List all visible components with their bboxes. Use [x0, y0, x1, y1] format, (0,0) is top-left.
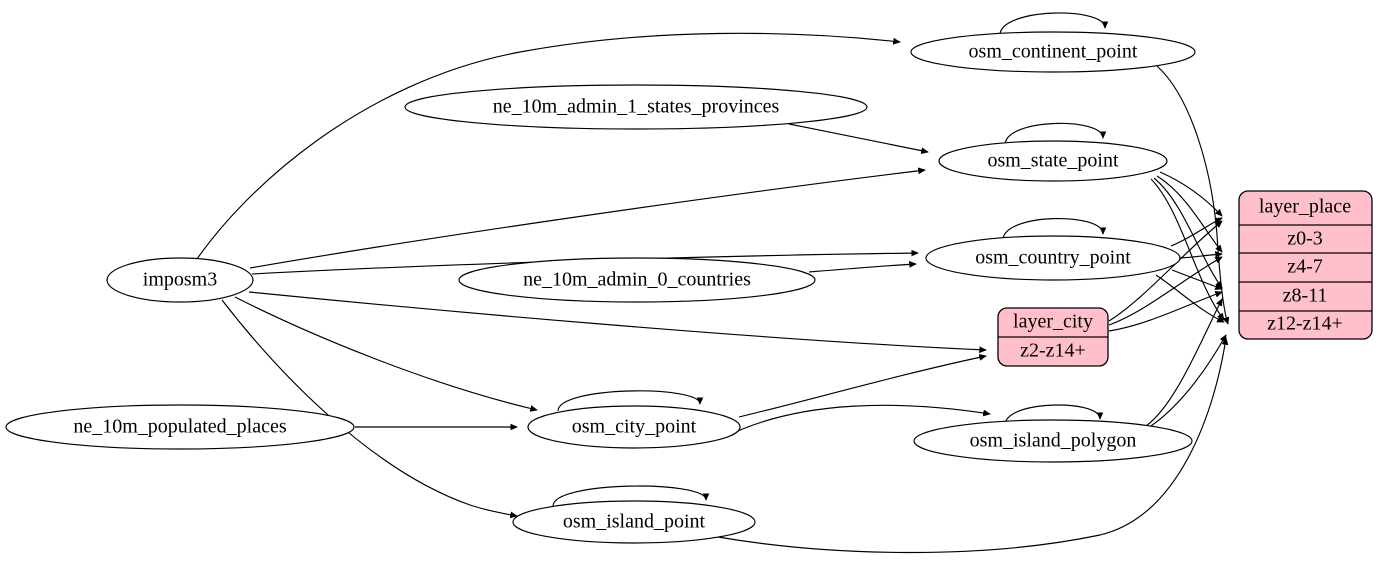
node-label-osm_continent_point: osm_continent_point — [969, 41, 1138, 63]
edge-selfloop-osm_state_point — [1004, 122, 1103, 146]
edge-layer_city-to-layer_place-z4_7 — [1108, 256, 1222, 326]
layer_place-row-z8-11-label: z8-11 — [1283, 285, 1328, 307]
node-label-osm_country_point: osm_country_point — [975, 247, 1131, 269]
node-label-ne_10m_admin_1_states_provinces: ne_10m_admin_1_states_provinces — [493, 96, 780, 118]
node-label-imposm3: imposm3 — [143, 269, 217, 291]
node-label-osm_state_point: osm_state_point — [987, 150, 1119, 172]
node-osm_island_polygon[interactable]: osm_island_polygon — [913, 419, 1193, 463]
edge-osm_island_polygon-to-layer_place-z8_11 — [1145, 299, 1223, 427]
edge-selfloop-osm_island_point — [552, 485, 706, 507]
node-osm_city_point[interactable]: osm_city_point — [527, 405, 741, 449]
node-osm_continent_point[interactable]: osm_continent_point — [910, 31, 1196, 73]
node-osm_island_point[interactable]: osm_island_point — [512, 500, 756, 544]
layer_place-row-z12-z14plus-label: z12-z14+ — [1267, 313, 1343, 335]
node-layer_place[interactable]: layer_place z0-3 z4-7 z8-11 z12-z14+ — [1238, 190, 1373, 340]
edge-selfloop-osm_continent_point — [999, 12, 1105, 36]
node-label-ne_10m_populated_places: ne_10m_populated_places — [73, 416, 286, 438]
node-label-osm_city_point: osm_city_point — [572, 416, 697, 438]
node-imposm3[interactable]: imposm3 — [106, 257, 254, 303]
nodes-layer: imposm3 ne_10m_admin_1_states_provinces … — [5, 31, 1196, 544]
edge-imposm3-to-osm_island_point — [221, 299, 517, 516]
edge-imposm3-to-osm_state_point — [249, 170, 925, 269]
edge-osm_city_point-to-layer_city — [738, 356, 986, 418]
edge-imposm3-to-osm_city_point — [234, 296, 537, 410]
edge-selfloop-osm_city_point — [557, 390, 700, 412]
edge-layer_city-to-layer_place-z0_3 — [1108, 221, 1222, 322]
node-ne_10m_admin_1_states_provinces[interactable]: ne_10m_admin_1_states_provinces — [404, 84, 868, 130]
layer_place-header-label: layer_place — [1259, 196, 1351, 218]
layer_city-header-label: layer_city — [1013, 311, 1093, 333]
node-label-osm_island_point: osm_island_point — [563, 511, 706, 533]
edge-osm_country_point-to-layer_place-z0_3 — [1170, 217, 1222, 247]
edge-osm_state_point-to-layer_place-z8_11 — [1153, 177, 1222, 288]
layer_place-row-z4-7-label: z4-7 — [1287, 256, 1323, 278]
node-ne_10m_populated_places[interactable]: ne_10m_populated_places — [5, 404, 355, 450]
edge-imposm3-to-osm_continent_point — [196, 32, 900, 260]
edge-osm_continent_point-to-layer_place-z12 — [1156, 65, 1228, 324]
node-osm_state_point[interactable]: osm_state_point — [938, 140, 1168, 182]
node-layer_city[interactable]: layer_city z2-z14+ — [997, 307, 1109, 367]
edge-selfloop-osm_island_polygon — [1004, 404, 1100, 426]
node-label-ne_10m_admin_0_countries: ne_10m_admin_0_countries — [523, 269, 751, 291]
edge-osm_state_point-to-layer_place-z12 — [1150, 178, 1224, 320]
node-osm_country_point[interactable]: osm_country_point — [925, 235, 1181, 281]
node-ne_10m_admin_0_countries[interactable]: ne_10m_admin_0_countries — [458, 257, 816, 303]
edges-layer — [196, 12, 1228, 554]
edge-osm_country_point-to-layer_place-z12 — [1155, 274, 1224, 323]
edge-osm_city_point-to-osm_island_polygon — [726, 404, 990, 437]
edge-imposm3-to-layer_city — [248, 291, 986, 350]
edge-osm_island_point-to-layer_place-z12 — [717, 338, 1226, 554]
layer_city-row-z2-z14plus-label: z2-z14+ — [1020, 340, 1086, 362]
edge-layer_city-to-layer_place-z8_11 — [1108, 292, 1222, 332]
edge-osm_state_point-to-layer_place-z4_7 — [1156, 175, 1222, 252]
edge-osm_country_point-to-layer_place-z4_7 — [1179, 254, 1222, 259]
edge-osm_state_point-to-layer_place-z0_3 — [1159, 171, 1222, 216]
edge-osm_island_polygon-to-layer_place-z12 — [1147, 335, 1227, 429]
edge-states_provinces-to-osm_state_point — [788, 123, 928, 152]
edge-osm_country_point-to-layer_place-z8_11 — [1171, 269, 1222, 289]
node-label-osm_island_polygon: osm_island_polygon — [970, 430, 1137, 452]
layer_place-row-z0-3-label: z0-3 — [1287, 228, 1323, 250]
edge-selfloop-osm_country_point — [1002, 217, 1103, 241]
records-layer: layer_place z0-3 z4-7 z8-11 z12-z14+ lay… — [997, 190, 1373, 367]
edge-admin_0_countries-to-osm_country_point — [808, 264, 916, 273]
